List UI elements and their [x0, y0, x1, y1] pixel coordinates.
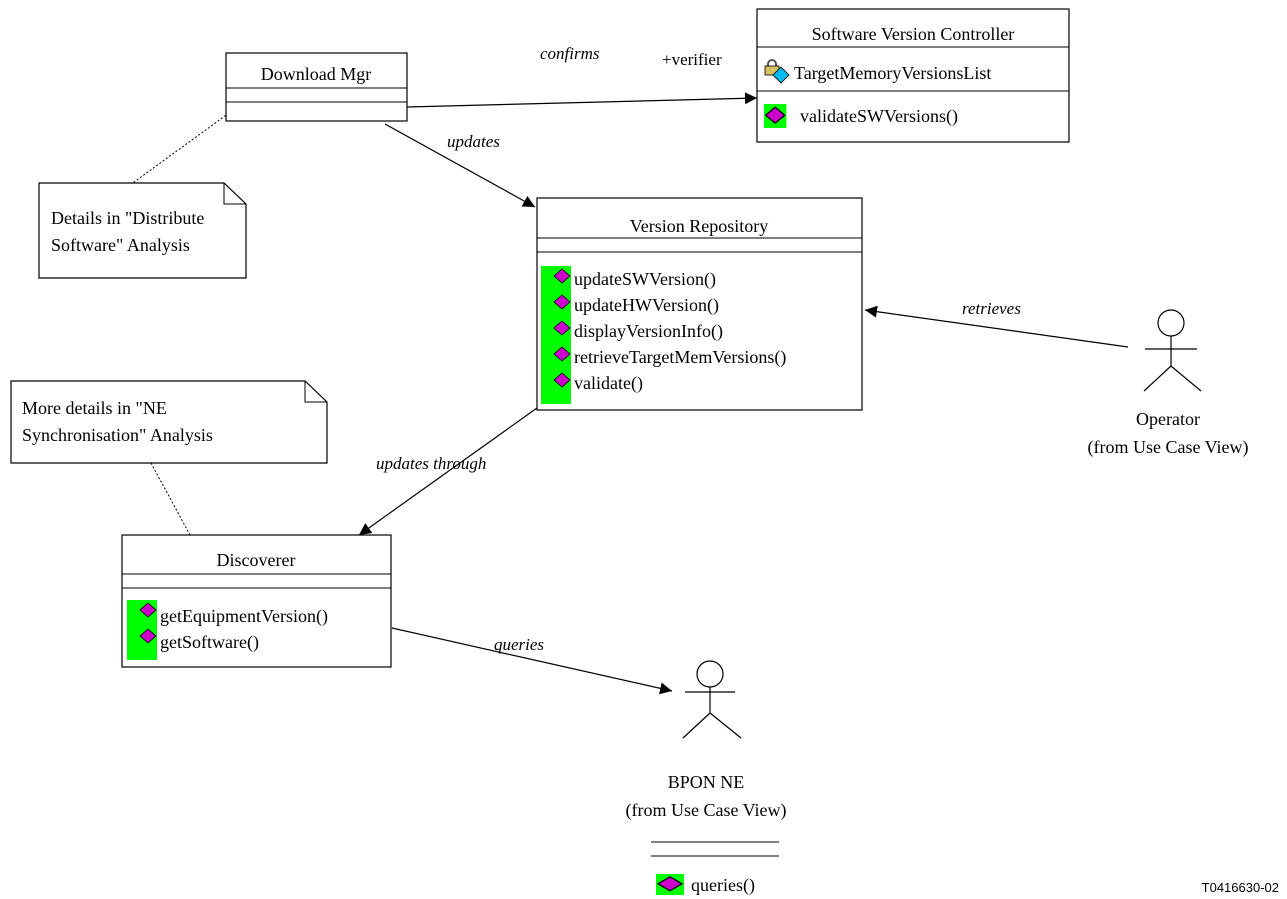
actor-origin: (from Use Case View): [625, 800, 786, 821]
actor-name: BPON NE: [668, 772, 745, 792]
class-name: Software Version Controller: [812, 24, 1015, 44]
class-software-version-controller[interactable]: Software Version Controller TargetMemory…: [756, 8, 1070, 143]
operation-get-software: getSoftware(): [160, 632, 259, 653]
class-download-mgr[interactable]: Download Mgr: [225, 52, 408, 122]
class-version-repository[interactable]: Version Repository updateSWVersion() upd…: [536, 197, 863, 411]
operation-icon: [553, 320, 571, 336]
class-name: Download Mgr: [261, 64, 372, 84]
note-line-2: Software" Analysis: [51, 235, 190, 255]
note-anchor-distribute: [129, 112, 230, 186]
retrieves-label: retrieves: [962, 299, 1021, 318]
private-attribute-icon: [763, 56, 790, 84]
note-line-1: More details in "NE: [22, 398, 167, 418]
actor-operator[interactable]: Operator (from Use Case View): [1087, 309, 1249, 458]
queries-label: queries: [494, 635, 544, 654]
updates-through-label: updates through: [376, 454, 486, 473]
operation-retrieve-target-mem-versions: retrieveTargetMemVersions(): [574, 347, 786, 368]
operation-icon: [553, 268, 571, 284]
operation-icon: [139, 602, 157, 618]
operation-queries: queries(): [691, 875, 755, 896]
note-anchor-ne-sync: [150, 462, 191, 536]
updates-label: updates: [447, 132, 500, 151]
operation-validate-sw-versions: validateSWVersions(): [800, 106, 958, 127]
operation-icon: [553, 294, 571, 310]
operation-icon: [655, 873, 685, 896]
operation-update-hw-version: updateHWVersion(): [574, 295, 719, 316]
operation-update-sw-version: updateSWVersion(): [574, 269, 716, 290]
stick-figure-icon: [1143, 309, 1202, 392]
confirms-association-line: [406, 92, 758, 108]
class-discoverer[interactable]: Discoverer getEquipmentVersion() getSoft…: [121, 534, 392, 668]
updates-association-line: [384, 123, 536, 208]
operation-get-equipment-version: getEquipmentVersion(): [160, 606, 328, 627]
class-name: Discoverer: [217, 550, 296, 570]
note-distribute-software[interactable]: Details in "Distribute Software" Analysi…: [38, 182, 247, 279]
retrieves-association-line: [864, 305, 1129, 348]
actor-origin: (from Use Case View): [1087, 437, 1248, 458]
actor-name: Operator: [1136, 409, 1200, 429]
operation-display-version-info: displayVersionInfo(): [574, 321, 723, 342]
attribute-target-memory-versions-list: TargetMemoryVersionsList: [794, 63, 991, 83]
operation-icon: [763, 103, 788, 129]
operation-validate: validate(): [574, 373, 643, 394]
note-line-1: Details in "Distribute: [51, 208, 204, 228]
updates-through-association-line: [358, 407, 538, 536]
stick-figure-icon: [682, 660, 742, 739]
queries-association-line: [391, 627, 673, 695]
operation-icon: [553, 372, 571, 388]
operation-icon: [139, 628, 157, 644]
note-ne-synchronisation[interactable]: More details in "NE Synchronisation" Ana…: [10, 380, 328, 464]
note-line-2: Synchronisation" Analysis: [22, 425, 213, 445]
figure-id: T0416630-02: [1202, 880, 1279, 895]
verifier-role-label: +verifier: [662, 50, 722, 69]
class-name: Version Repository: [630, 216, 769, 236]
confirms-label: confirms: [540, 44, 600, 63]
operation-icon: [553, 346, 571, 362]
actor-bpon-ne[interactable]: BPON NE (from Use Case View) queries(): [625, 660, 787, 896]
